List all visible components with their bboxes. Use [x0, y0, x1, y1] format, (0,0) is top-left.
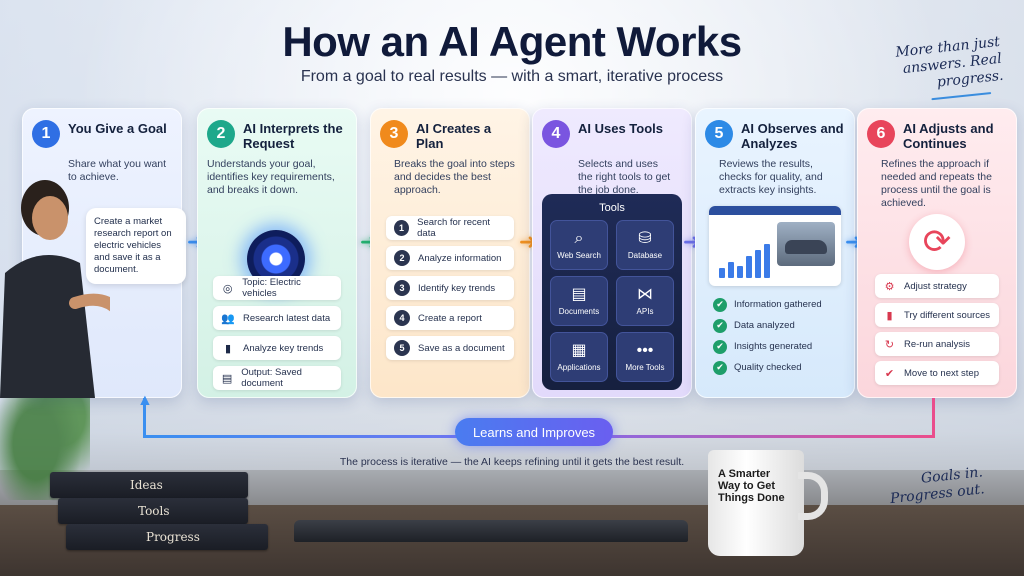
- handwritten-note-bottom: Goals in. Progress out.: [889, 464, 986, 508]
- search-icon: ⌕: [574, 229, 584, 247]
- analytics-dashboard-illustration: [709, 206, 841, 286]
- step-number-badge: 4: [542, 120, 570, 148]
- document-icon: ▤: [221, 372, 233, 385]
- step-card-5: 5 AI Observes and Analyzes Reviews the r…: [695, 108, 855, 398]
- tool-applications: ▦Applications: [550, 332, 608, 382]
- step-description: Refines the approach if needed and repea…: [881, 158, 992, 209]
- list-item: 👥Research latest data: [213, 306, 341, 330]
- list-item: ✔Information gathered: [713, 294, 843, 315]
- list-item: ✔Move to next step: [875, 361, 999, 385]
- book: Progress: [66, 524, 268, 550]
- loop-arrow-up-icon: ▲: [137, 392, 153, 409]
- step-description: Breaks the goal into steps and decides t…: [394, 158, 515, 196]
- tool-more: •••More Tools: [616, 332, 674, 382]
- list-item: ⚙Adjust strategy: [875, 274, 999, 298]
- step-card-4: 4 AI Uses Tools Selects and uses the rig…: [532, 108, 692, 398]
- goal-speech-bubble: Create a market research report on elect…: [86, 208, 186, 284]
- person-illustration: [0, 180, 110, 398]
- step-number-badge: 3: [380, 120, 408, 148]
- tool-apis: ⋈APIs: [616, 276, 674, 326]
- tool-documents: ▤Documents: [550, 276, 608, 326]
- check-icon: ✔: [713, 297, 727, 312]
- step-title: AI Interprets the Request: [243, 121, 343, 151]
- step-number-badge: 5: [705, 120, 733, 148]
- coffee-mug: A Smarter Way to Get Things Done: [708, 450, 804, 556]
- people-icon: 👥: [221, 312, 235, 325]
- list-item: ↻Re-run analysis: [875, 332, 999, 356]
- learns-and-improves-badge: Learns and Improves: [455, 418, 613, 446]
- step-description: Selects and uses the right tools to get …: [578, 158, 671, 196]
- mug-handle: [798, 472, 828, 520]
- page-subtitle: From a goal to real results — with a sma…: [300, 68, 724, 85]
- laptop: [294, 520, 688, 542]
- car-image: [777, 222, 835, 266]
- book: Tools: [58, 498, 248, 524]
- bar-chart-icon: ▮: [224, 342, 232, 355]
- gear-icon: ⚙: [884, 280, 895, 293]
- step-title: AI Observes and Analyzes: [741, 121, 844, 151]
- step-description: Understands your goal, identifies key re…: [207, 158, 335, 196]
- check-icon: ✔: [713, 360, 727, 375]
- check-icon: ✔: [713, 318, 727, 333]
- results-checklist: ✔Information gathered ✔Data analyzed ✔In…: [713, 294, 843, 378]
- tool-web-search: ⌕Web Search: [550, 220, 608, 270]
- process-caption: The process is iterative — the AI keeps …: [339, 456, 685, 468]
- list-item: ▤Output: Saved document: [213, 366, 341, 390]
- step-title: AI Creates a Plan: [416, 121, 492, 151]
- step-title: AI Uses Tools: [578, 121, 664, 136]
- api-icon: ⋈: [637, 285, 653, 303]
- step-description: Reviews the results, checks for quality,…: [719, 158, 823, 196]
- tool-database: ⛁Database: [616, 220, 674, 270]
- list-item: ◎Topic: Electric vehicles: [213, 276, 341, 300]
- book-stack: Ideas Tools Progress: [40, 472, 270, 552]
- more-icon: •••: [636, 341, 654, 359]
- step-card-1: 1 You Give a Goal Share what you want to…: [0, 108, 186, 398]
- target-icon: ◎: [222, 282, 233, 295]
- step-number-badge: 2: [207, 120, 235, 148]
- adjust-list: ⚙Adjust strategy ▮Try different sources …: [875, 274, 999, 390]
- bar-chart-icon: ▮: [886, 309, 893, 322]
- step-number-badge: 1: [32, 120, 60, 148]
- refresh-cycle-icon: ⟳: [909, 214, 965, 270]
- list-item: ✔Insights generated: [713, 336, 843, 357]
- tools-panel-title: Tools: [599, 202, 625, 214]
- grid-icon: ▦: [571, 341, 587, 359]
- list-item: ▮Analyze key trends: [213, 336, 341, 360]
- step-card-2: 2 AI Interprets the Request Understands …: [197, 108, 357, 398]
- page-title: How an AI Agent Works: [282, 18, 742, 65]
- check-icon: ✔: [884, 367, 895, 380]
- document-icon: ▤: [571, 285, 587, 303]
- list-item: ▮Try different sources: [875, 303, 999, 327]
- step-card-3: 3 AI Creates a Plan Breaks the goal into…: [370, 108, 530, 398]
- database-icon: ⛁: [638, 229, 652, 247]
- tools-panel: Tools ⌕Web Search ⛁Database ▤Documents ⋈…: [542, 194, 682, 390]
- step-card-6: 6 AI Adjusts and Continues Refines the a…: [857, 108, 1017, 398]
- requirement-list: ◎Topic: Electric vehicles 👥Research late…: [213, 276, 341, 396]
- step-description: Share what you want to achieve.: [68, 158, 167, 183]
- list-item: ✔Quality checked: [713, 357, 843, 378]
- list-item: ✔Data analyzed: [713, 315, 843, 336]
- step-title: AI Adjusts and Continues: [903, 121, 994, 151]
- step-title: You Give a Goal: [68, 121, 167, 136]
- refresh-icon: ↻: [884, 338, 895, 351]
- step-number-badge: 6: [867, 120, 895, 148]
- book: Ideas: [50, 472, 248, 498]
- check-icon: ✔: [713, 339, 727, 354]
